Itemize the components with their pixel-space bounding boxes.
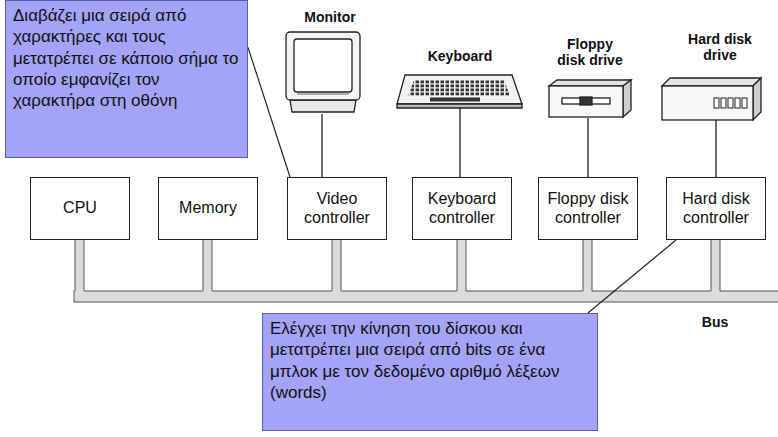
bus-label: Bus xyxy=(690,314,740,330)
device-label: Floppy disk drive xyxy=(555,36,625,68)
device-label: Monitor xyxy=(290,9,370,25)
node-text: Hard disk controller xyxy=(671,190,761,227)
bus xyxy=(74,239,778,302)
floppy-drive-icon xyxy=(549,80,631,117)
controller-box: Video controller xyxy=(287,177,387,240)
device-cable xyxy=(322,108,716,177)
node-text: CPU xyxy=(63,199,97,217)
hard-disk-drive-icon xyxy=(662,78,761,120)
node-text: Memory xyxy=(179,199,237,217)
node-text: Ελέγχει την κίνηση του δίσκου και μετατρ… xyxy=(270,318,590,403)
leader-line xyxy=(248,47,290,177)
controller-box: Floppy disk controller xyxy=(538,177,638,240)
node-text: Keyboard controller xyxy=(417,190,507,227)
node-text: Διαβάζει μια σειρά από χαρακτήρες και το… xyxy=(13,5,240,111)
controller-box: Keyboard controller xyxy=(412,177,512,240)
callout-note: Διαβάζει μια σειρά από χαρακτήρες και το… xyxy=(5,0,248,158)
device-label: Hard disk drive xyxy=(680,31,760,63)
controller-box: Hard disk controller xyxy=(666,177,766,240)
node-text: Video controller xyxy=(292,190,382,227)
device-label: Keyboard xyxy=(420,48,500,64)
leader-line xyxy=(588,240,676,313)
component-box: Memory xyxy=(158,177,258,240)
node-text: Floppy disk controller xyxy=(543,190,633,227)
monitor-icon xyxy=(286,32,360,112)
callout-note: Ελέγχει την κίνηση του δίσκου και μετατρ… xyxy=(262,313,598,431)
keyboard-icon xyxy=(397,75,522,108)
component-box: CPU xyxy=(30,177,130,240)
